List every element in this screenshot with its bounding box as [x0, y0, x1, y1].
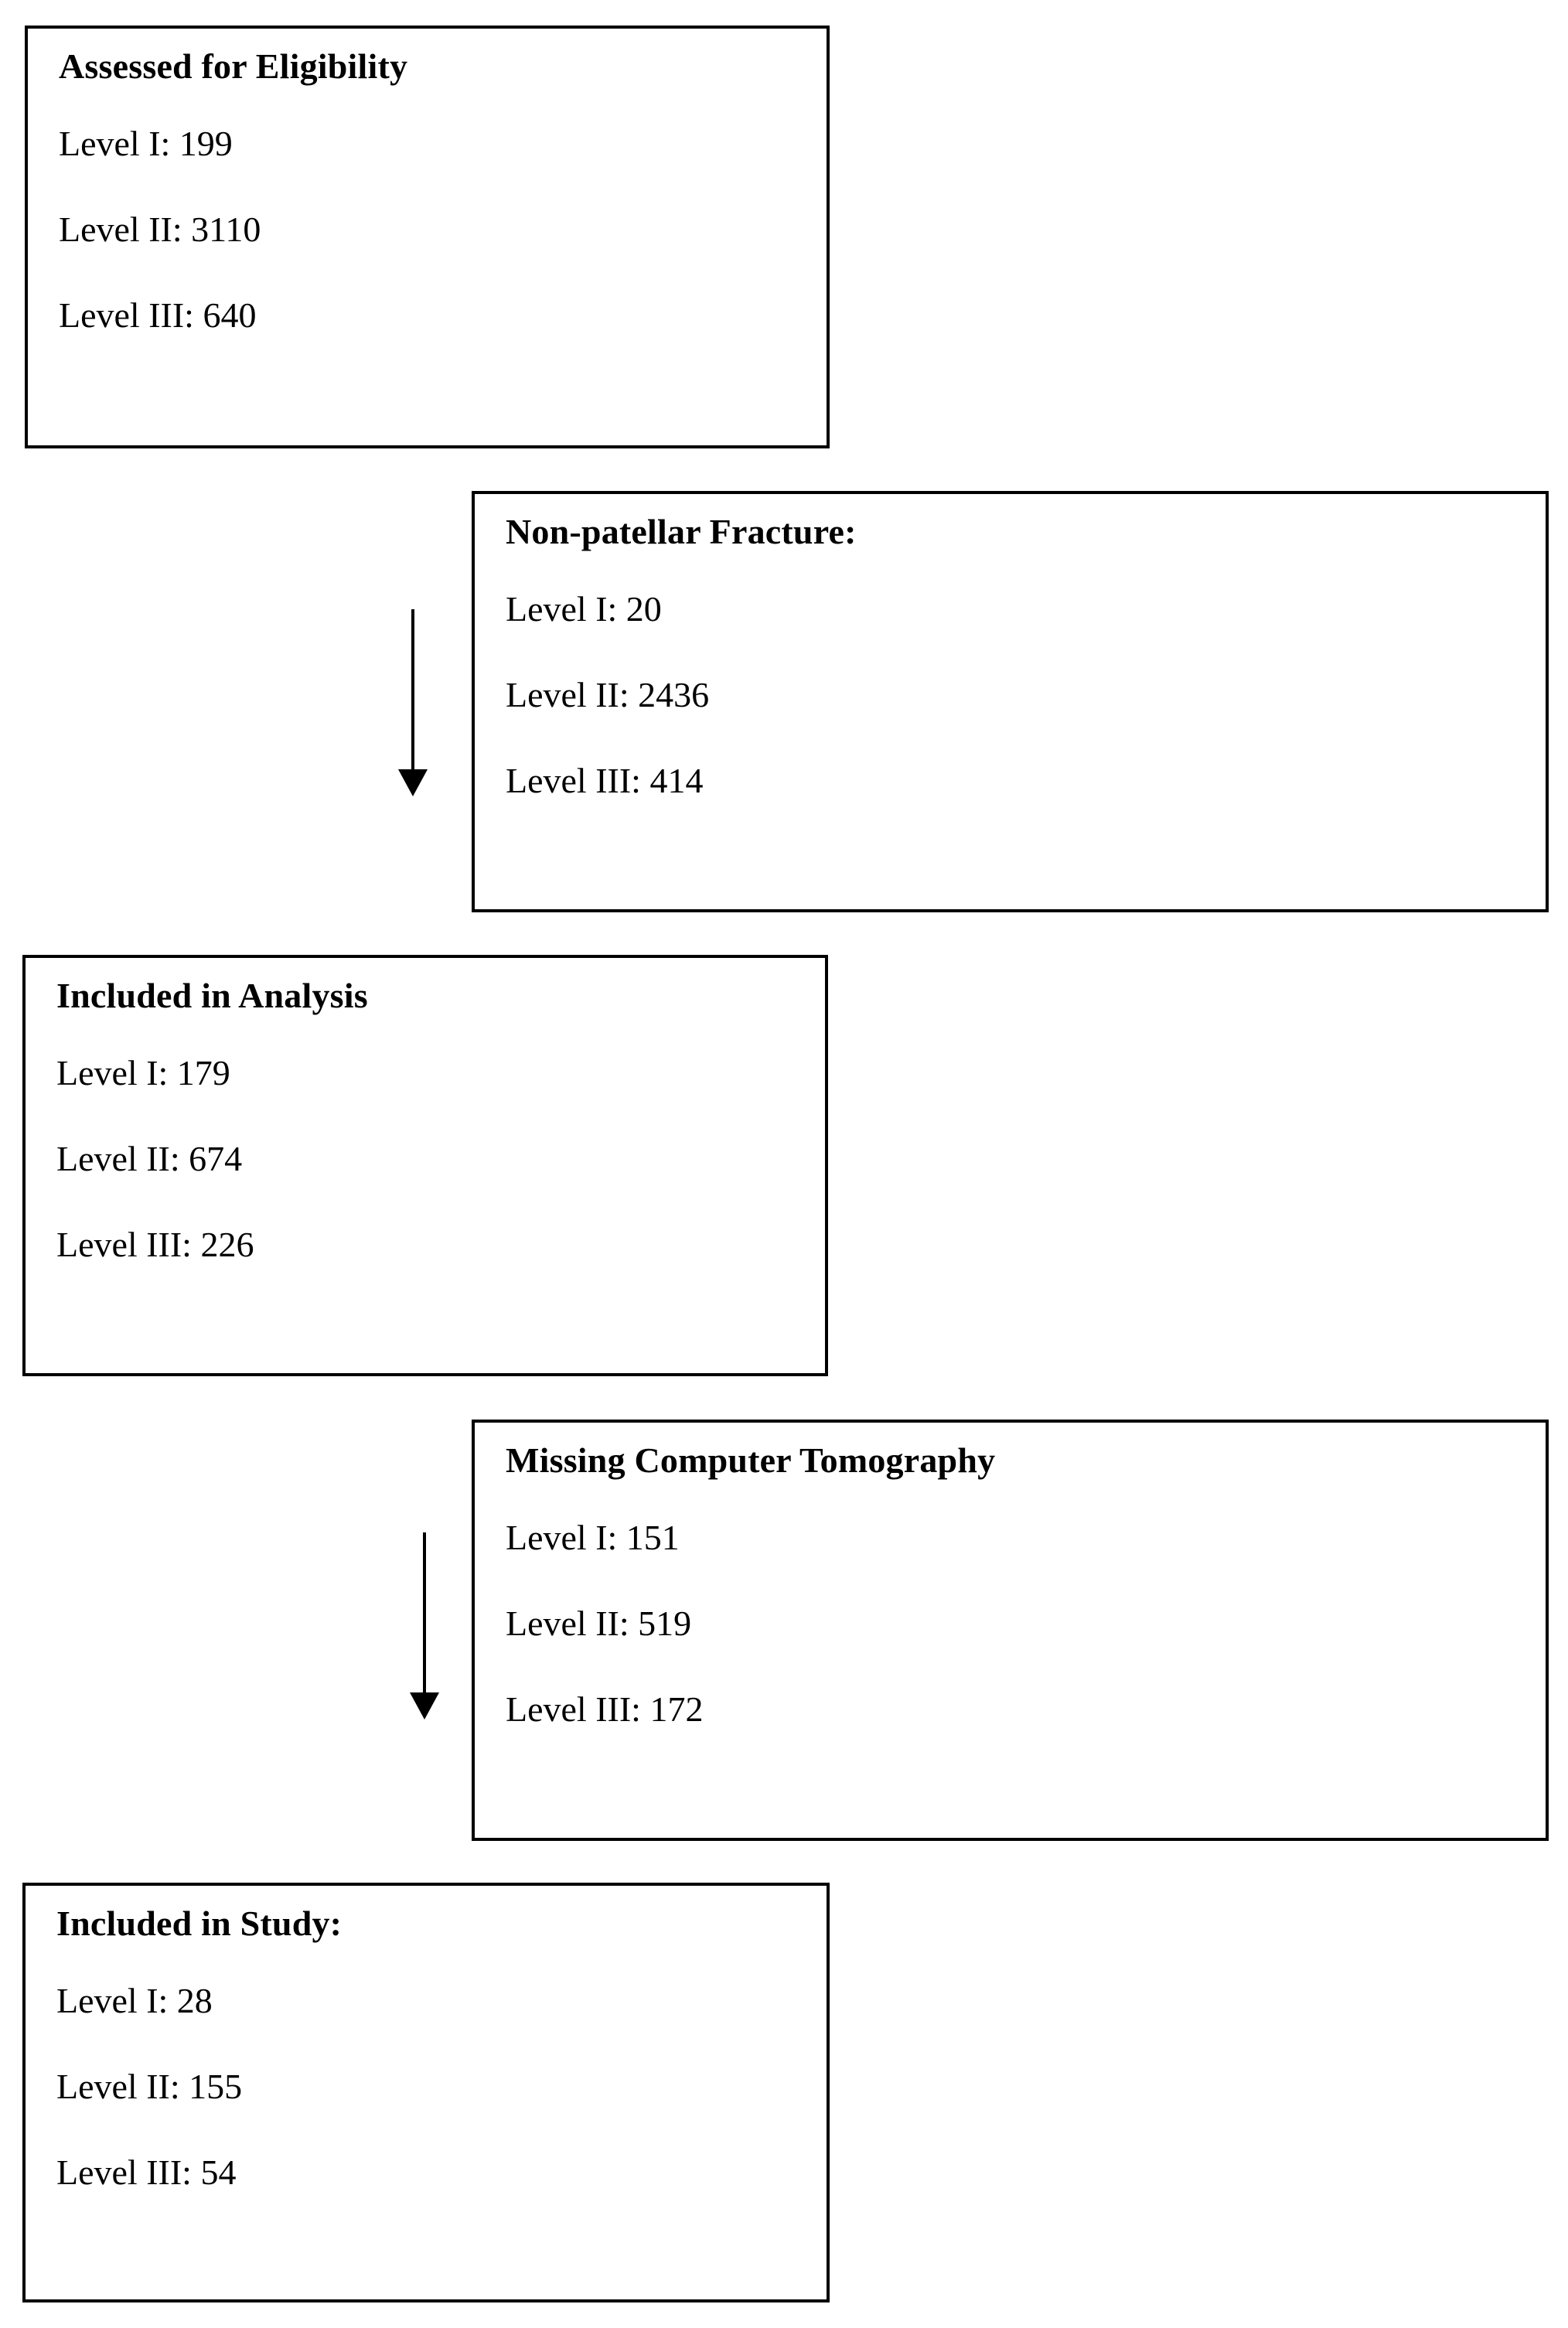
box-line-level-1: Level I: 199 [59, 124, 233, 163]
box-title: Assessed for Eligibility [59, 46, 408, 86]
box-title: Non-patellar Fracture: [506, 512, 857, 551]
box-content: Included in Analysis Level I: 179 Level … [56, 978, 810, 1263]
box-line-level-2: Level II: 155 [56, 2067, 243, 2106]
box-line-level-3: Level III: 226 [56, 1225, 254, 1264]
box-line-list: Level I: 179 Level II: 674 Level III: 22… [56, 1055, 810, 1263]
box-title: Included in Analysis [56, 976, 368, 1015]
box-line-level-3: Level III: 54 [56, 2152, 237, 2192]
arrow-down-icon-analysis-to-missing-ct [394, 1532, 455, 1720]
box-line-level-3: Level III: 640 [59, 295, 257, 335]
box-line-level-2: Level II: 2436 [506, 675, 710, 714]
box-line-list: Level I: 151 Level II: 519 Level III: 17… [506, 1520, 1530, 1727]
box-content: Included in Study: Level I: 28 Level II:… [56, 1906, 811, 2190]
flow-box-non-patellar-fracture: Non-patellar Fracture: Level I: 20 Level… [472, 491, 1549, 912]
box-title: Missing Computer Tomography [506, 1440, 996, 1480]
arrow-head [410, 1692, 439, 1720]
arrow-down-icon-assessed-to-non-patellar [382, 609, 444, 796]
flow-box-included-in-analysis: Included in Analysis Level I: 179 Level … [22, 955, 828, 1376]
box-line-level-1: Level I: 151 [506, 1518, 680, 1557]
box-line-level-2: Level II: 674 [56, 1139, 243, 1178]
box-line-level-1: Level I: 28 [56, 1981, 213, 2020]
box-line-level-3: Level III: 172 [506, 1689, 704, 1729]
flow-box-missing-computer-tomography: Missing Computer Tomography Level I: 151… [472, 1420, 1549, 1841]
arrow-head [398, 769, 428, 796]
box-line-level-1: Level I: 20 [506, 589, 662, 629]
flow-box-assessed-for-eligibility: Assessed for Eligibility Level I: 199 Le… [25, 26, 830, 448]
box-title: Included in Study: [56, 1904, 343, 1943]
box-line-level-2: Level II: 519 [506, 1604, 692, 1643]
box-line-list: Level I: 199 Level II: 3110 Level III: 6… [59, 126, 811, 333]
box-content: Missing Computer Tomography Level I: 151… [506, 1443, 1530, 1727]
arrow-shaft [411, 609, 414, 769]
box-line-level-3: Level III: 414 [506, 761, 704, 800]
flow-box-included-in-study: Included in Study: Level I: 28 Level II:… [22, 1883, 830, 2302]
box-line-level-1: Level I: 179 [56, 1053, 230, 1092]
box-content: Assessed for Eligibility Level I: 199 Le… [59, 49, 811, 333]
box-line-level-2: Level II: 3110 [59, 210, 261, 249]
box-line-list: Level I: 28 Level II: 155 Level III: 54 [56, 1983, 811, 2190]
arrow-shaft [423, 1532, 426, 1692]
box-content: Non-patellar Fracture: Level I: 20 Level… [506, 514, 1530, 799]
box-line-list: Level I: 20 Level II: 2436 Level III: 41… [506, 591, 1530, 799]
